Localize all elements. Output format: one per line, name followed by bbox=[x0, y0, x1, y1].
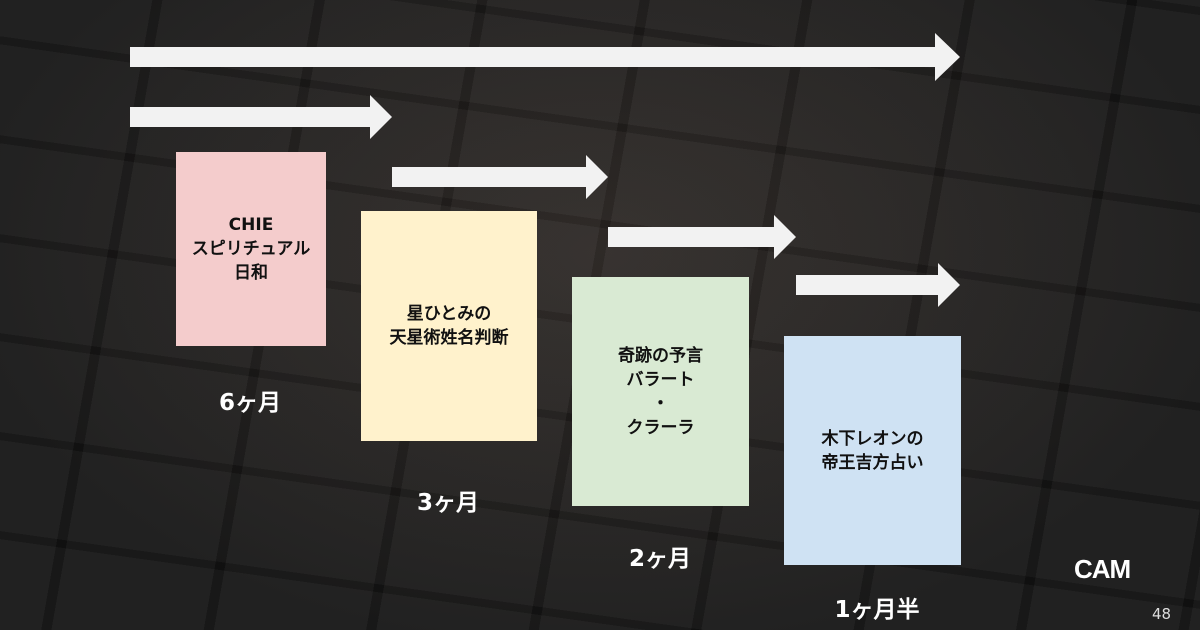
step-box-hoshi: 星ひとみの 天星術姓名判断 bbox=[361, 211, 537, 441]
step-title: 星ひとみの 天星術姓名判断 bbox=[389, 304, 509, 348]
step-title: 奇跡の予言 バラート ・ クラーラ bbox=[618, 345, 703, 438]
duration-label: 1ヶ月半 bbox=[834, 597, 920, 623]
cam-logo: CAM bbox=[1074, 554, 1131, 584]
arrow-step-4 bbox=[796, 263, 960, 307]
duration-label: 2ヶ月 bbox=[628, 546, 692, 572]
arrow-step-1 bbox=[130, 95, 392, 139]
step-box-kinoshita: 木下レオンの 帝王吉方占い bbox=[784, 336, 961, 565]
duration-label: 3ヶ月 bbox=[416, 490, 480, 516]
step-box-chie: CHIE スピリチュアル 日和 bbox=[176, 152, 326, 346]
arrow-step-3 bbox=[608, 215, 796, 259]
step-box-kiseki: 奇跡の予言 バラート ・ クラーラ bbox=[572, 277, 749, 506]
step-title: 木下レオンの 帝王吉方占い bbox=[821, 428, 924, 473]
timeline-arrows bbox=[130, 33, 960, 307]
duration-label: 6ヶ月 bbox=[218, 390, 282, 416]
step-title: CHIE スピリチュアル 日和 bbox=[191, 215, 311, 283]
page-number: 48 bbox=[1152, 605, 1172, 623]
arrow-step-2 bbox=[392, 155, 608, 199]
arrow-overall bbox=[130, 33, 960, 81]
